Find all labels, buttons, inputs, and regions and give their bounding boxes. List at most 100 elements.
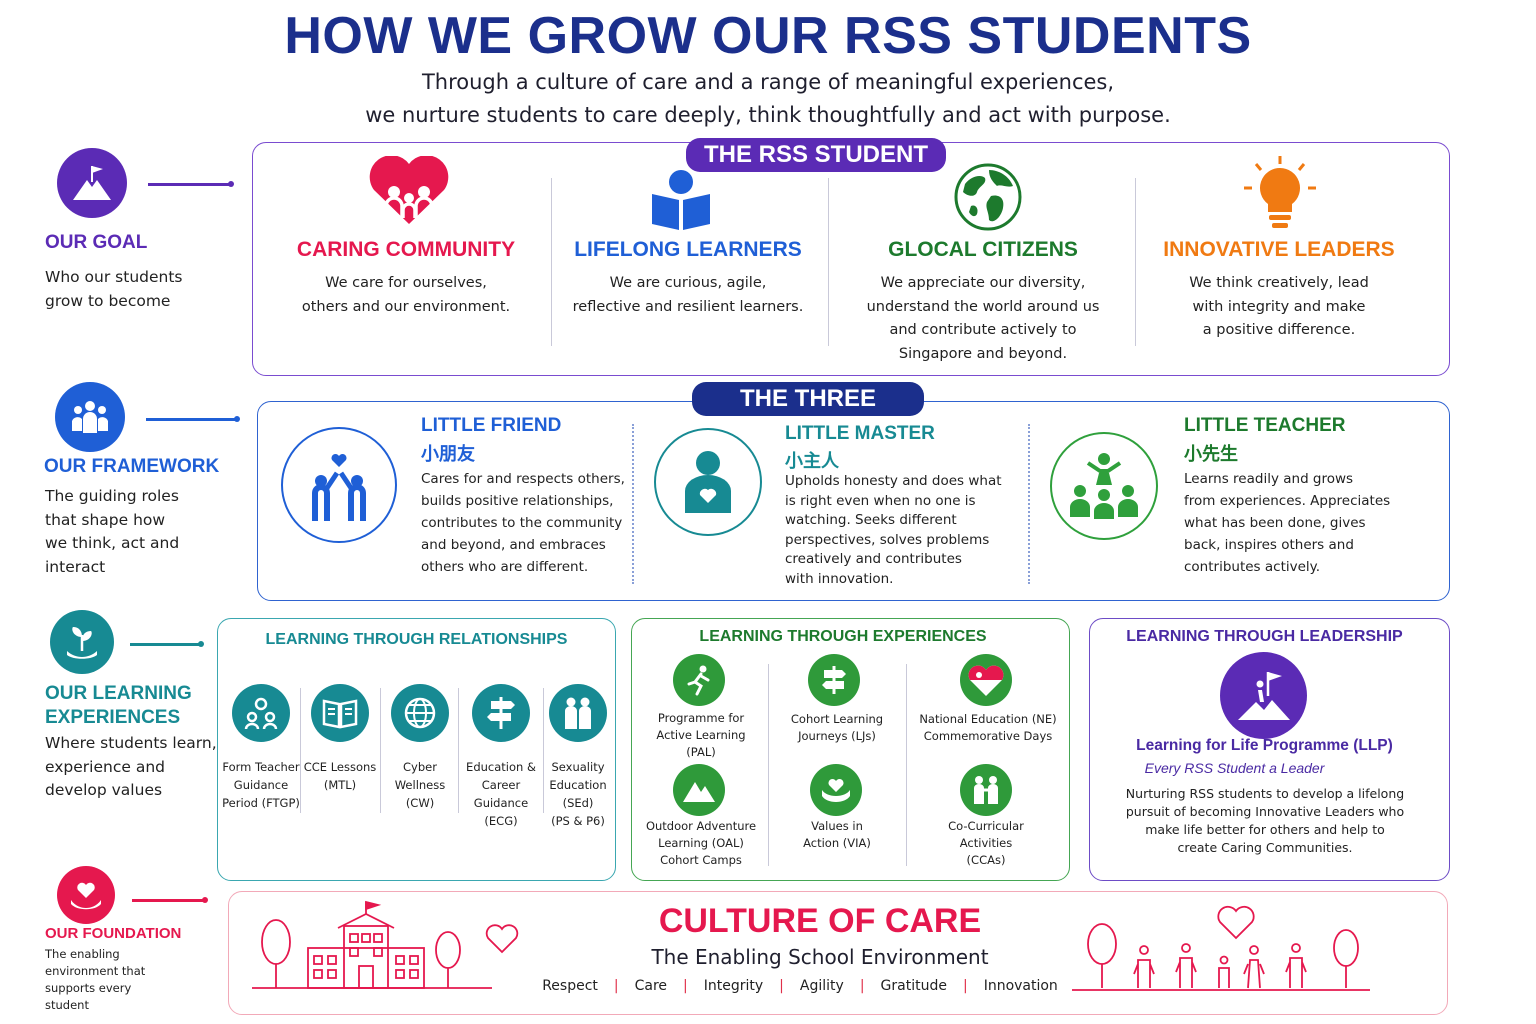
exp-label: Outdoor Adventure Learning (OAL) Cohort … <box>645 819 757 867</box>
value-integrity: Integrity <box>703 978 764 994</box>
foundation-connector <box>132 897 208 903</box>
attribute-desc: We care for ourselves, others and our en… <box>301 275 511 315</box>
attribute-title: CARING COMMUNITY <box>296 238 516 261</box>
open-book-icon <box>311 684 369 742</box>
little-title: LITTLE FRIEND <box>421 415 562 436</box>
value-gratitude: Gratitude <box>880 978 947 994</box>
exp-label: Values in Action (VIA) <box>803 819 871 850</box>
attribute-desc: We are curious, agile, reflective and re… <box>572 275 804 315</box>
value-respect: Respect <box>542 978 598 994</box>
three-littles-pill: THE THREE LITTLES <box>692 382 924 446</box>
framework-connector <box>146 416 240 422</box>
divider <box>551 178 552 346</box>
divider <box>1028 424 1030 584</box>
signpost-icon <box>472 684 530 742</box>
divider <box>632 424 634 584</box>
high-five-icon <box>281 427 397 543</box>
rel-label: Sexuality Education (SEd) (PS & P6) <box>549 760 607 828</box>
runner-icon <box>673 654 725 706</box>
attribute-title: LIFELONG LEARNERS <box>574 238 802 261</box>
culture-of-care-panel <box>228 891 1448 1015</box>
little-desc: Upholds honesty and does what is right e… <box>785 473 1002 587</box>
sprout-hands-icon <box>50 610 114 674</box>
rss-student-pill: THE RSS STUDENT <box>686 138 946 172</box>
divider <box>300 688 301 813</box>
rss-student-panel <box>252 142 1450 376</box>
divider <box>458 688 459 813</box>
value-innovation: Innovation <box>983 978 1058 994</box>
attribute-desc: We think creatively, lead with integrity… <box>1189 275 1369 338</box>
little-desc: Cares for and respects others, builds po… <box>421 471 625 575</box>
divider <box>1135 178 1136 346</box>
subtitle-line-2: we nurture students to care deeply, thin… <box>365 103 1171 127</box>
framework-desc: The guiding roles that shape how we thin… <box>45 487 180 576</box>
lightbulb-icon <box>1242 154 1318 238</box>
divider <box>906 664 907 866</box>
globe-icon <box>953 162 1023 236</box>
goal-connector <box>148 181 234 187</box>
direction-sign-icon <box>808 654 860 706</box>
relationships-heading: LEARNING THROUGH RELATIONSHIPS <box>265 631 568 648</box>
community-people-icon <box>1072 902 1372 998</box>
value-separator: | <box>779 978 784 994</box>
experiences-heading: LEARNING THROUGH EXPERIENCES <box>699 628 987 645</box>
heart-family-icon <box>366 155 452 230</box>
values-row: Respect | Care | Integrity | Agility | G… <box>520 978 1080 994</box>
rel-label: Education & Career Guidance (ECG) <box>466 760 536 828</box>
rel-label: Cyber Wellness (CW) <box>394 760 446 810</box>
divider <box>543 688 544 813</box>
value-care: Care <box>634 978 668 994</box>
rel-label: Form Teacher Guidance Period (FTGP) <box>222 760 300 810</box>
three-littles-panel <box>257 401 1450 601</box>
sg-flag-heart-icon <box>960 654 1012 706</box>
cyber-globe-icon <box>391 684 449 742</box>
leadership-heading: LEARNING THROUGH LEADERSHIP <box>1126 628 1403 645</box>
heart-hands-icon <box>810 764 862 816</box>
learning-title: OUR LEARNING EXPERIENCES <box>45 683 192 728</box>
relationships-panel <box>217 618 616 881</box>
teacher-group-icon <box>1050 432 1158 540</box>
exp-label: Co-Curricular Activities (CCAs) <box>948 819 1024 867</box>
value-separator: | <box>683 978 688 994</box>
value-agility: Agility <box>799 978 844 994</box>
attribute-title: INNOVATIVE LEADERS <box>1163 238 1395 261</box>
culture-of-care-title: CULTURE OF CARE <box>658 902 982 940</box>
learning-connector <box>130 641 204 647</box>
culture-of-care-subtitle: The Enabling School Environment <box>651 945 989 969</box>
attribute-desc: We appreciate our diversity, understand … <box>866 275 1100 362</box>
little-chinese: 小先生 <box>1184 444 1238 465</box>
foundation-desc: The enabling environment that supports e… <box>45 947 146 1012</box>
exp-label: Programme for Active Learning (PAL) <box>656 711 746 759</box>
value-separator: | <box>962 978 968 994</box>
subtitle-line-1: Through a culture of care and a range of… <box>421 70 1115 94</box>
llp-desc: Nurturing RSS students to develop a life… <box>1125 786 1405 855</box>
goal-desc: Who our students grow to become <box>45 268 183 310</box>
mountain-flag-icon <box>57 148 127 218</box>
form-teacher-icon <box>232 684 290 742</box>
exp-label: Cohort Learning Journeys (LJs) <box>790 712 884 743</box>
divider <box>828 178 829 346</box>
little-title: LITTLE TEACHER <box>1184 415 1346 436</box>
mountain-icon <box>673 764 725 816</box>
divider <box>380 688 381 813</box>
school-building-icon <box>252 900 532 1000</box>
kids-play-icon <box>960 764 1012 816</box>
framework-title: OUR FRAMEWORK <box>44 456 220 477</box>
goal-title: OUR GOAL <box>45 232 148 253</box>
attribute-title: GLOCAL CITIZENS <box>888 238 1078 261</box>
people-group-icon <box>55 382 125 452</box>
summit-flag-icon <box>1220 652 1307 739</box>
little-title: LITTLE MASTER <box>785 423 935 444</box>
two-people-icon <box>549 684 607 742</box>
value-separator: | <box>859 978 865 994</box>
value-separator: | <box>613 978 619 994</box>
llp-tagline: Every RSS Student a Leader <box>1144 760 1325 776</box>
learning-desc: Where students learn, experience and dev… <box>45 734 217 799</box>
foundation-title: OUR FOUNDATION <box>45 925 182 942</box>
exp-label: National Education (NE) Commemorative Da… <box>919 712 1057 743</box>
little-desc: Learns readily and grows from experience… <box>1184 471 1391 575</box>
reader-book-icon <box>650 168 712 236</box>
rel-label: CCE Lessons (MTL) <box>303 760 377 792</box>
heart-hands-icon <box>57 866 115 924</box>
divider <box>768 664 769 866</box>
